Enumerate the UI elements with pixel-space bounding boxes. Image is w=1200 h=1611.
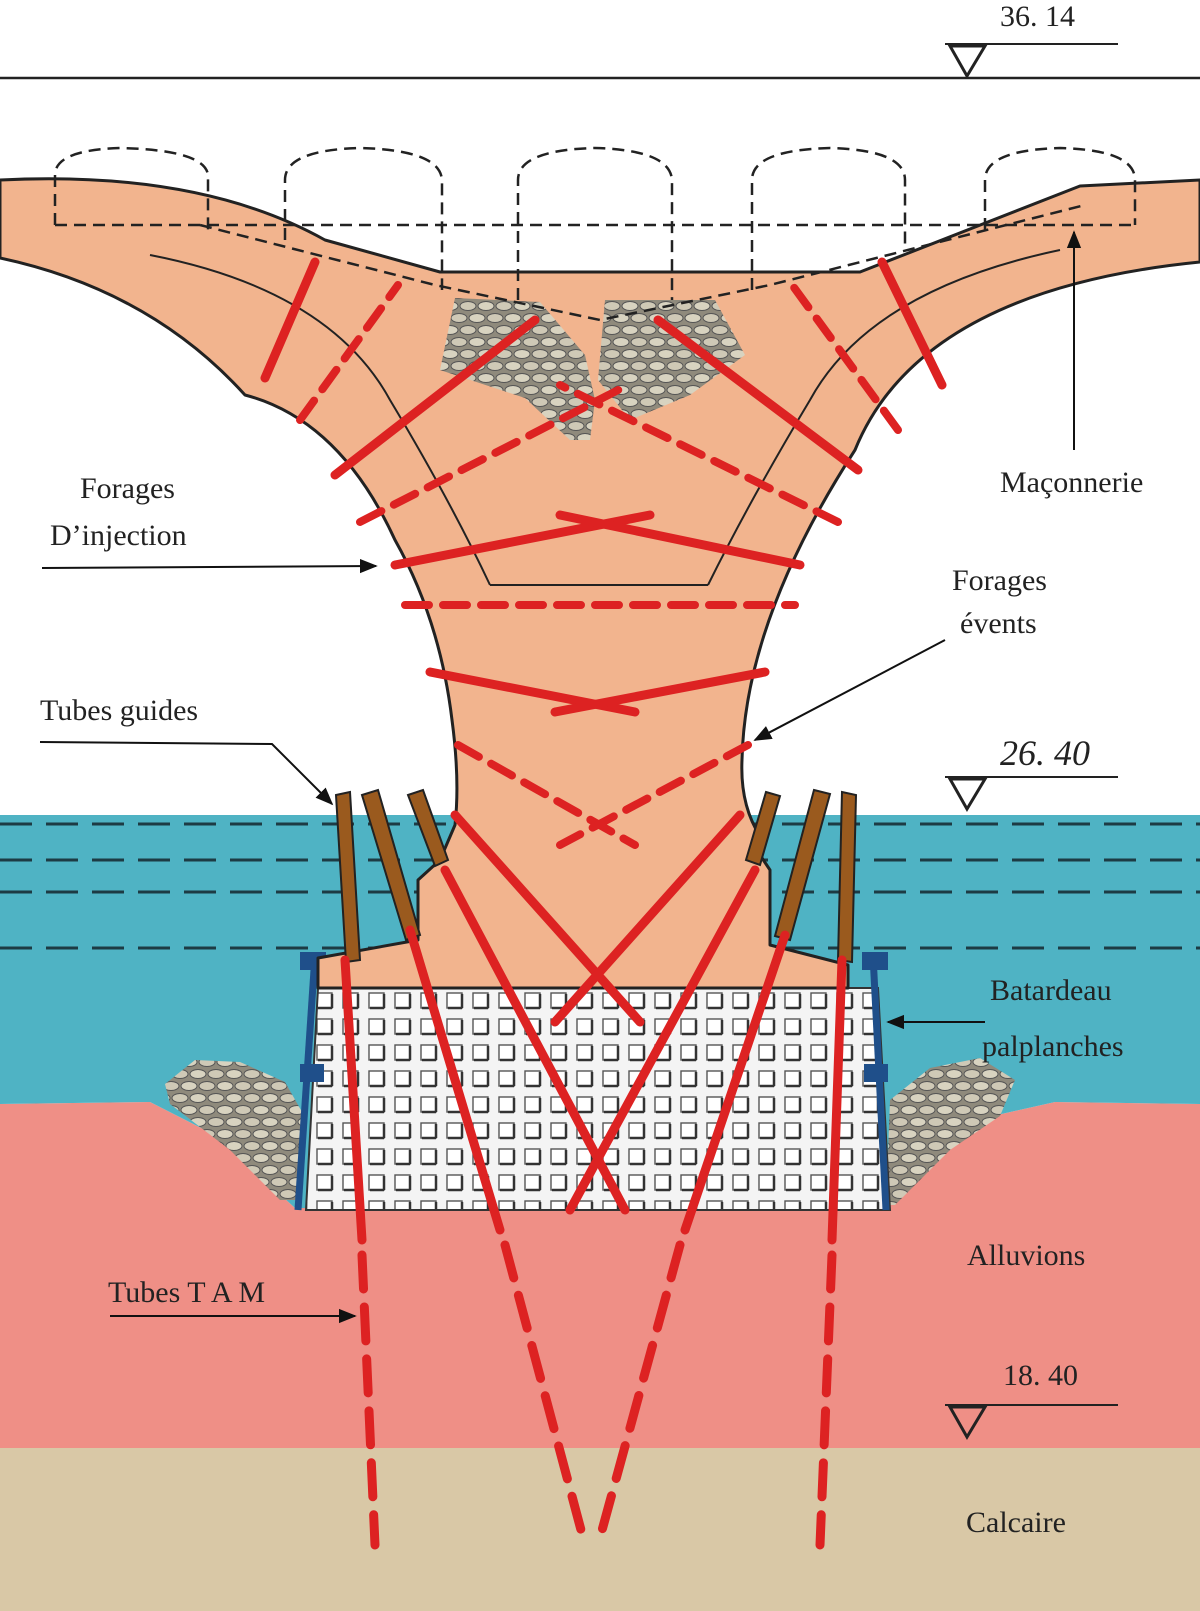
elevation-top-value: 36. 14 (1000, 0, 1075, 33)
label-forages-events-1: Forages (952, 564, 1047, 597)
label-calcaire: Calcaire (966, 1506, 1066, 1539)
label-forages-injection-2: D’injection (50, 519, 187, 552)
deck-outline (53, 146, 1137, 322)
label-tubes-tam: Tubes T A M (108, 1276, 265, 1309)
arrow-tubes-guides (39, 741, 334, 806)
elevation-marker-bedrock: 18. 40 (945, 1359, 1118, 1440)
rubble-right (886, 1058, 1015, 1205)
arrow-forages-events (753, 639, 946, 741)
spandrel-rubble-right (598, 300, 745, 420)
rubble-left (165, 1060, 302, 1200)
label-batardeau-2: palplanches (982, 1030, 1124, 1063)
label-batardeau-1: Batardeau (990, 974, 1112, 1007)
vent-drillings (296, 278, 902, 849)
label-tubes-guides: Tubes guides (40, 694, 198, 727)
sheet-pile-right (862, 952, 890, 1211)
tam-drillings (340, 810, 847, 1245)
injection-drillings (260, 257, 947, 717)
foundation-grid (304, 987, 892, 1211)
alluvions-layer (0, 1102, 1200, 1448)
tam-drillings-dashed (357, 1240, 837, 1550)
spandrel-rubble (440, 298, 595, 440)
arrow-forages-injection (41, 558, 378, 574)
elevation-marker-water: 26. 40 (945, 733, 1118, 812)
elevation-marker-top: 36. 14 (0, 0, 1200, 80)
elevation-bedrock-value: 18. 40 (1003, 1359, 1078, 1392)
label-alluvions: Alluvions (967, 1239, 1085, 1272)
label-forages-events-2: évents (960, 607, 1037, 640)
elevation-water-value: 26. 40 (1000, 733, 1090, 773)
label-maconnerie: Maçonnerie (1000, 466, 1143, 499)
arch-inner-lines (149, 249, 1061, 586)
guide-tubes (334, 788, 858, 964)
label-forages-injection-1: Forages (80, 472, 175, 505)
